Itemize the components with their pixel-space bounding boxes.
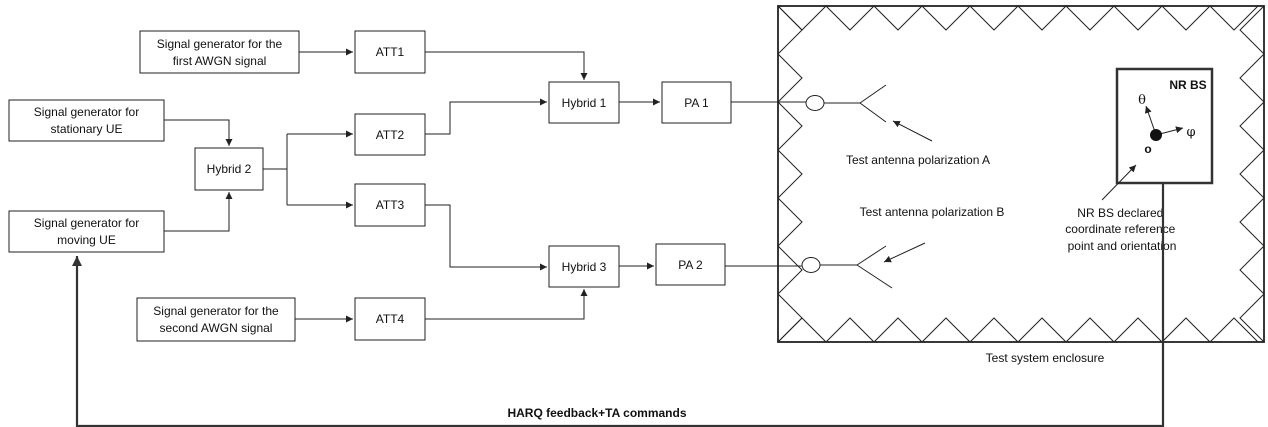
connector-att1-to-hybrid1 <box>425 51 588 80</box>
pa2-block: PA 2 <box>655 243 726 286</box>
nr-bs-label: NR BS <box>1169 78 1206 92</box>
bs-reference-label: NR BS declared coordinate reference poin… <box>1065 206 1178 253</box>
connector-att4-to-hybrid3 <box>425 289 588 320</box>
antenna-b-pointer <box>883 242 926 263</box>
absorber-bottom <box>777 317 1259 343</box>
att4-block: ATT4 <box>354 297 426 341</box>
theta-symbol: θ <box>1138 93 1146 108</box>
svg-text:PA 2: PA 2 <box>678 258 703 272</box>
antenna-a-pointer <box>892 120 933 142</box>
bs-reference-pointer <box>1101 164 1137 201</box>
test-system-enclosure: Test system enclosure <box>777 5 1265 365</box>
absorber-right <box>1239 5 1265 343</box>
svg-text:Hybrid 3: Hybrid 3 <box>562 260 607 274</box>
hybrid3-block: Hybrid 3 <box>548 245 620 288</box>
svg-text:ATT2: ATT2 <box>376 128 405 142</box>
connector-stationary-to-hybrid2 <box>164 119 233 146</box>
pa1-block: PA 1 <box>661 81 732 124</box>
att2-block: ATT2 <box>354 113 426 156</box>
att1-block: ATT1 <box>354 30 426 74</box>
att3-block: ATT3 <box>354 183 426 227</box>
nr-bs-block: NR BS θ φ o <box>1115 67 1214 185</box>
phi-symbol: φ <box>1186 125 1195 140</box>
absorber-left <box>777 5 803 343</box>
absorber-top <box>777 5 1259 31</box>
connector-att2-to-hybrid1 <box>425 98 547 135</box>
connector-moving-to-hybrid2 <box>164 192 233 232</box>
svg-text:ATT1: ATT1 <box>376 45 405 59</box>
svg-text:PA 1: PA 1 <box>684 96 709 110</box>
svg-text:Hybrid 1: Hybrid 1 <box>562 96 607 110</box>
hybrid1-block: Hybrid 1 <box>548 81 620 124</box>
svg-text:ATT4: ATT4 <box>376 312 405 326</box>
test-antenna-b-label: Test antenna polarization B <box>860 205 1005 219</box>
test-antenna-a-label: Test antenna polarization A <box>846 153 990 167</box>
origin-symbol: o <box>1144 142 1151 156</box>
connector-att3-to-hybrid3 <box>425 204 547 271</box>
hybrid2-block: Hybrid 2 <box>194 147 264 191</box>
connectors <box>164 48 806 323</box>
test-antenna-b <box>801 242 926 289</box>
harq-feedback-label: HARQ feedback+TA commands <box>507 406 686 420</box>
svg-text:ATT3: ATT3 <box>376 198 405 212</box>
test-antenna-a <box>805 84 933 142</box>
reference-point-dot <box>1150 129 1162 141</box>
harq-feedback-loop <box>72 183 1165 427</box>
enclosure-label: Test system enclosure <box>986 351 1105 365</box>
svg-text:Hybrid 2: Hybrid 2 <box>207 162 252 176</box>
